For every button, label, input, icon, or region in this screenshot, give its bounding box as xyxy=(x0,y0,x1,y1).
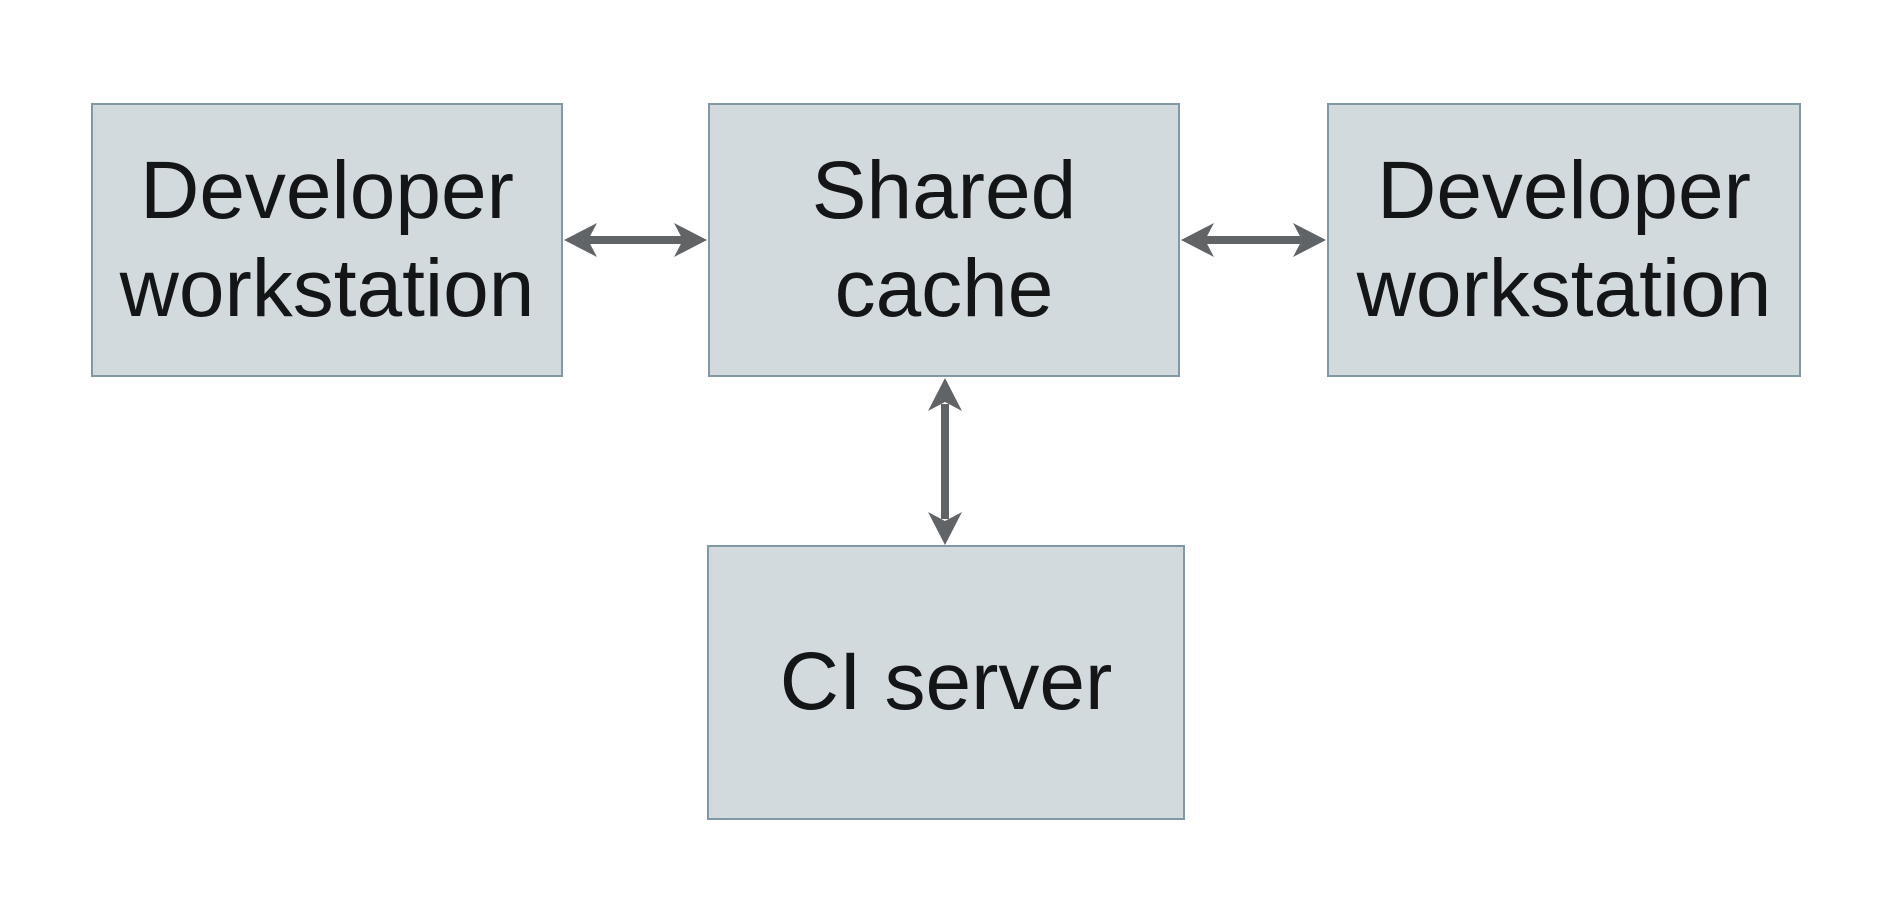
node-developer-workstation-left: Developer workstation xyxy=(91,103,563,377)
arrow-shape-icon xyxy=(564,223,707,257)
node-label-line: Developer xyxy=(140,144,514,236)
bidirectional-arrow-left xyxy=(564,223,707,257)
node-shared-cache: Shared cache xyxy=(708,103,1180,377)
node-developer-workstation-right: Developer workstation xyxy=(1327,103,1801,377)
arrow-shape-icon xyxy=(1181,223,1326,257)
node-label-line: workstation xyxy=(1356,243,1772,334)
arrow-shape-icon xyxy=(928,378,962,545)
node-ci-server: CI server xyxy=(707,545,1185,820)
node-label-line: Developer xyxy=(1377,144,1751,236)
bidirectional-arrow-right xyxy=(1181,223,1326,257)
bidirectional-arrow-vertical xyxy=(928,378,962,545)
node-label-line: workstation xyxy=(119,243,535,334)
node-label-line: cache xyxy=(834,243,1054,334)
node-label-line: Shared xyxy=(811,144,1077,236)
node-label-line: CI server xyxy=(779,636,1113,728)
